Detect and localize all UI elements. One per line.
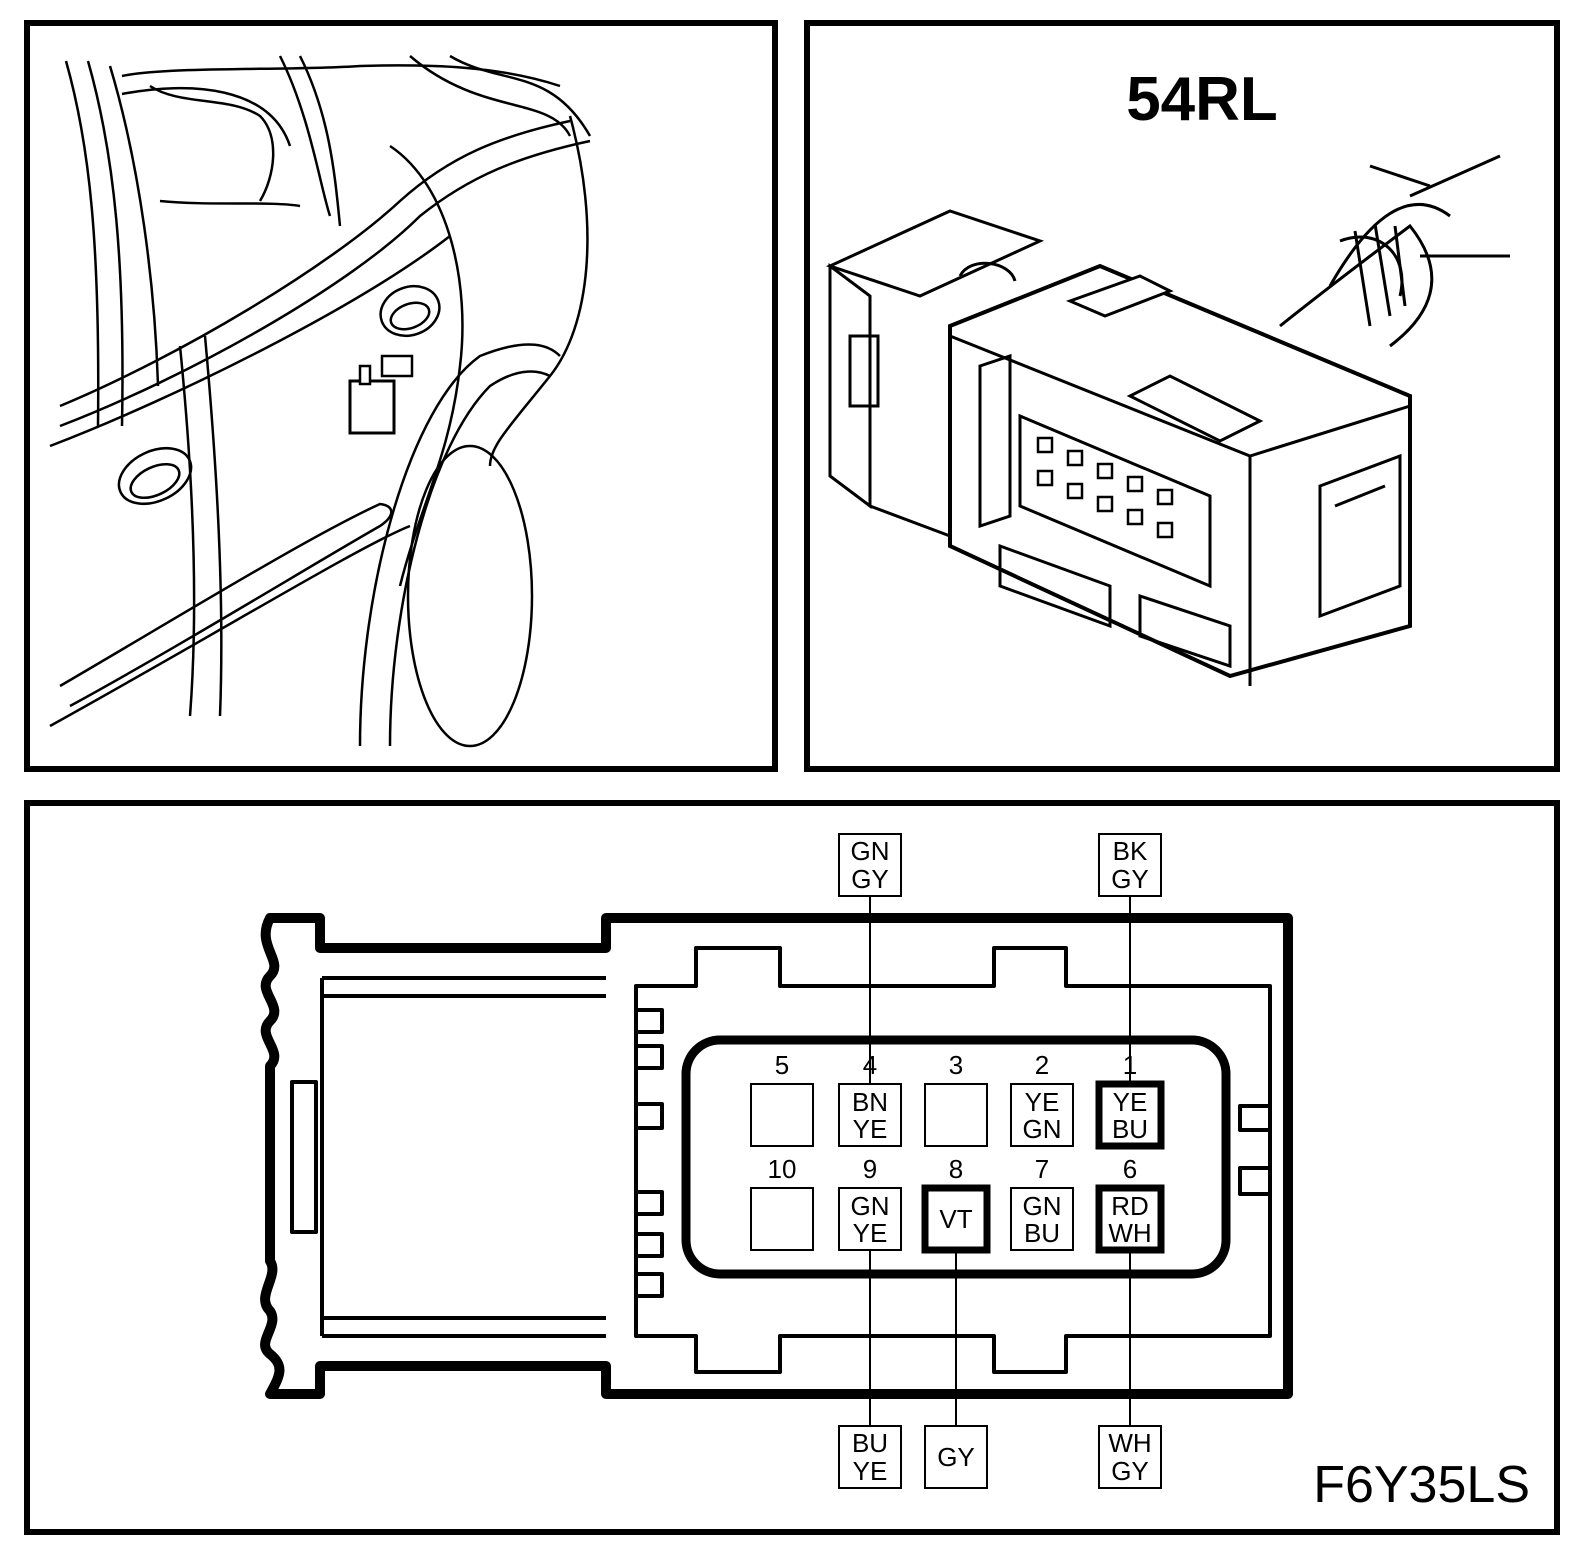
pin-number: 3: [949, 1050, 963, 1080]
wire-tag-line1: GN: [851, 836, 890, 866]
wire-tag-line2: YE: [853, 1456, 888, 1486]
connector-illustration-panel: 54RL: [804, 20, 1560, 772]
pin-color-line2: YE: [853, 1114, 888, 1144]
wire-tag-line1: GY: [937, 1442, 975, 1472]
pin-color-line2: GN: [1023, 1114, 1062, 1144]
pin-number: 4: [863, 1050, 877, 1080]
pin-box: [921, 1184, 991, 1254]
wire-tag-line1: BK: [1113, 836, 1148, 866]
connector-3d-illustration: [825, 154, 1510, 686]
wire-color-tag-pin-8: GY: [924, 1425, 988, 1489]
wire-tag-box: [924, 1425, 988, 1489]
pin-color-line1: GN: [851, 1191, 890, 1221]
vehicle-rear-door-illustration: [49, 54, 592, 748]
wire-tag-box: [838, 833, 902, 897]
connector-code-label: 54RL: [1126, 65, 1278, 134]
pin-box: [838, 1187, 902, 1251]
pin-color-line2: WH: [1108, 1218, 1151, 1248]
wire-tag-line2: GY: [851, 864, 889, 894]
pin-box: [1095, 1184, 1165, 1254]
pin-color-line1: VT: [939, 1204, 972, 1234]
vehicle-location-panel: [24, 20, 778, 772]
pin-box: [750, 1083, 814, 1147]
pin-color-line1: YE: [1113, 1087, 1148, 1117]
pin-box: [1095, 1080, 1165, 1150]
pin-number: 10: [768, 1154, 797, 1184]
pin-number: 8: [949, 1154, 963, 1184]
pin-box: [1010, 1187, 1074, 1251]
pin-number: 7: [1035, 1154, 1049, 1184]
pin-number: 6: [1123, 1154, 1137, 1184]
pin-color-line1: BN: [852, 1087, 888, 1117]
pin-box: [1010, 1083, 1074, 1147]
pin-color-line1: RD: [1111, 1191, 1149, 1221]
pin-cavity-10: 10: [750, 1154, 814, 1251]
pin-cavity-8: 8VT: [921, 1154, 991, 1254]
wire-tag-line1: BU: [852, 1428, 888, 1458]
pin-number: 1: [1123, 1050, 1137, 1080]
pin-color-line1: GN: [1023, 1191, 1062, 1221]
wire-tag-line1: WH: [1108, 1428, 1151, 1458]
wire-tag-box: [1098, 833, 1162, 897]
pin-color-line2: YE: [853, 1218, 888, 1248]
wire-tag-line2: GY: [1111, 864, 1149, 894]
pin-box: [838, 1083, 902, 1147]
pin-color-line2: BU: [1112, 1114, 1148, 1144]
pin-number: 9: [863, 1154, 877, 1184]
pin-number: 2: [1035, 1050, 1049, 1080]
pin-cavity-5: 5: [750, 1050, 814, 1147]
pin-number: 5: [775, 1050, 789, 1080]
wire-tag-line2: GY: [1111, 1456, 1149, 1486]
pin-box: [924, 1083, 988, 1147]
pin-cavity-3: 3: [924, 1050, 988, 1147]
wire-tag-box: [1098, 1425, 1162, 1489]
pin-color-line2: BU: [1024, 1218, 1060, 1248]
wire-tag-box: [838, 1425, 902, 1489]
pin-box: [750, 1187, 814, 1251]
pin-color-line1: YE: [1025, 1087, 1060, 1117]
figure-code-label: F6Y35LS: [1313, 1456, 1530, 1514]
